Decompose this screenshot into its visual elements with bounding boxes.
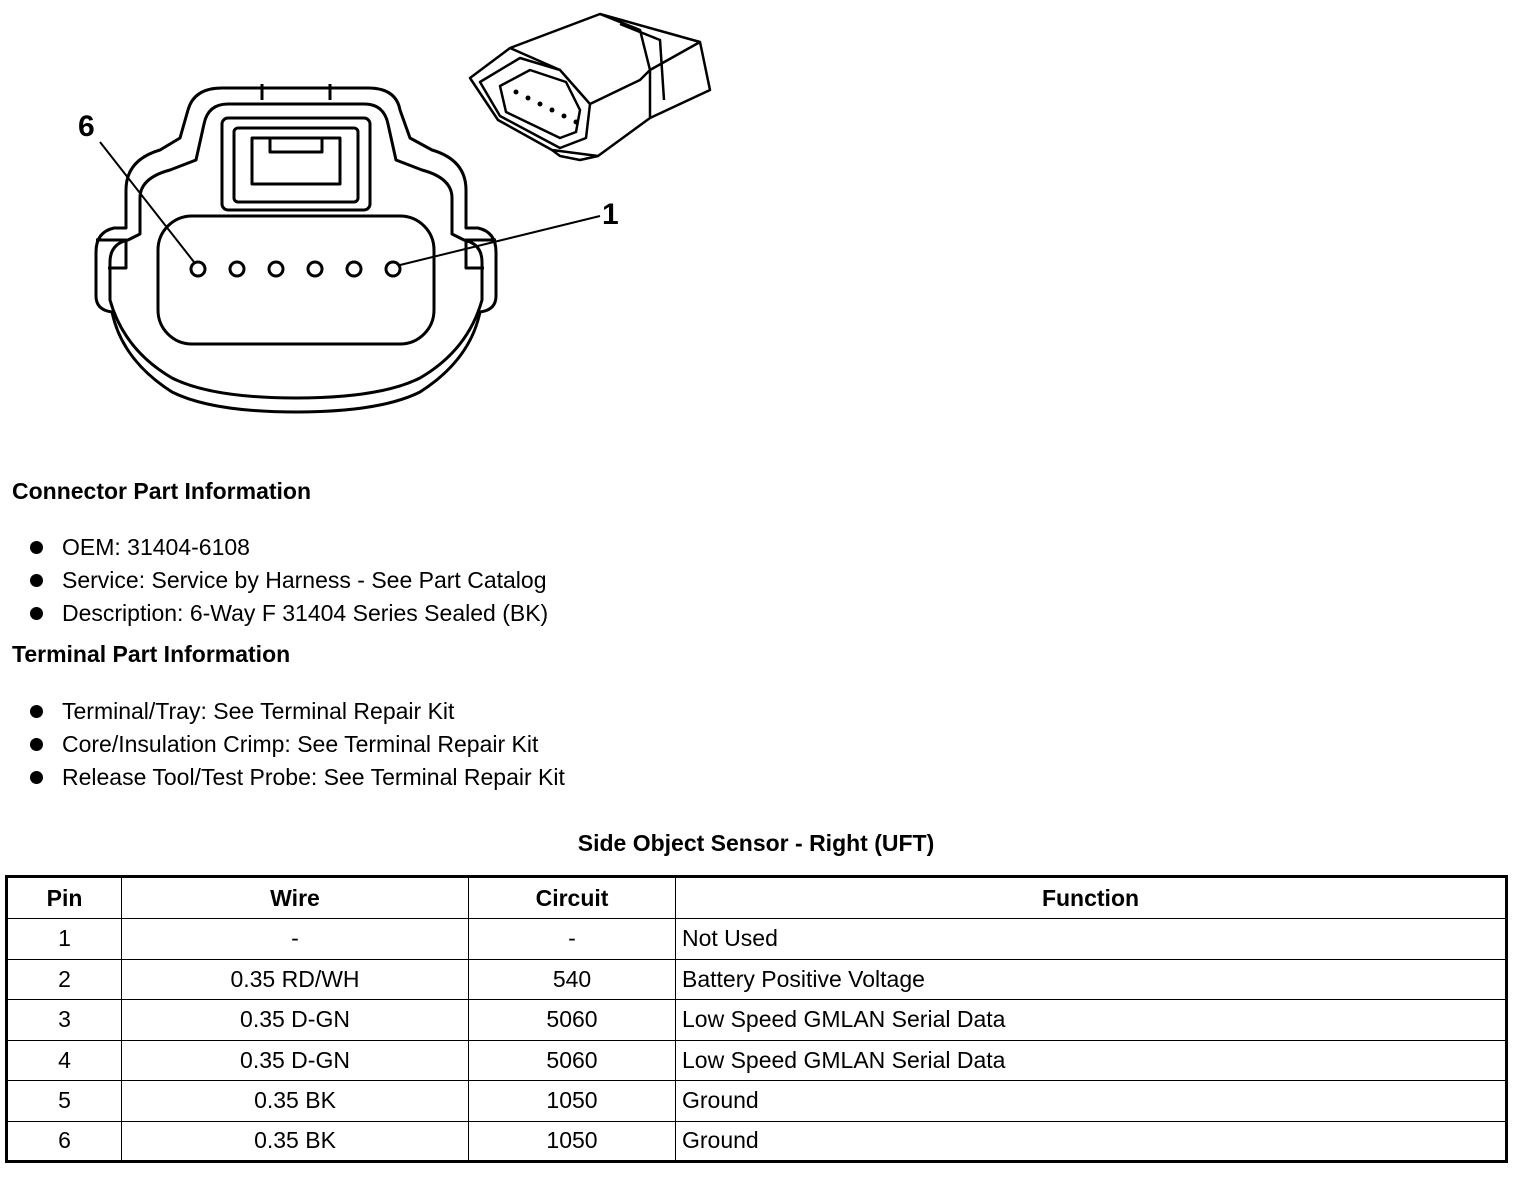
cell-circuit: 540: [468, 958, 676, 1000]
connector-part-info-title: Connector Part Information: [12, 478, 312, 504]
list-item: Description: 6-Way F 31404 Series Sealed…: [30, 597, 548, 630]
cell-function: Ground: [675, 1120, 1507, 1162]
connector-housing-inner: [108, 102, 484, 400]
terminal-tray-text: Terminal/Tray: See Terminal Repair Kit: [62, 698, 455, 724]
terminal-pin-5: [228, 260, 246, 278]
table-header-row: Pin Wire Circuit Function: [6, 876, 1507, 919]
cell-circuit: 1050: [468, 1120, 676, 1162]
list-item: Terminal/Tray: See Terminal Repair Kit: [30, 695, 565, 728]
list-item: Release Tool/Test Probe: See Terminal Re…: [30, 761, 565, 794]
terminal-pin-3: [306, 260, 324, 278]
cell-function: Battery Positive Voltage: [675, 958, 1507, 1000]
cell-wire: 0.35 BK: [121, 1080, 469, 1122]
table-row: 1 - - Not Used: [6, 918, 1507, 960]
terminal-pin-6: [189, 260, 207, 278]
terminal-pin-2: [345, 260, 363, 278]
leader-line-6: [99, 141, 195, 263]
bullet-icon: [30, 771, 43, 784]
table-row: 5 0.35 BK 1050 Ground: [6, 1080, 1507, 1122]
terminal-crimp-text: Core/Insulation Crimp: See Terminal Repa…: [62, 731, 539, 757]
terminal-pin-4: [267, 260, 285, 278]
list-item: Core/Insulation Crimp: See Terminal Repa…: [30, 728, 565, 761]
column-header-circuit: Circuit: [468, 876, 676, 919]
terminal-cavity: [156, 214, 436, 346]
terminal-pin-1: [384, 260, 402, 278]
bullet-icon: [30, 541, 43, 554]
column-header-function: Function: [675, 876, 1507, 919]
connector-housing-outer: [94, 86, 498, 414]
cell-function: Ground: [675, 1080, 1507, 1122]
cell-wire: 0.35 D-GN: [121, 1039, 469, 1081]
cell-wire: 0.35 BK: [121, 1120, 469, 1162]
bullet-icon: [30, 607, 43, 620]
cell-circuit: 5060: [468, 1039, 676, 1081]
cell-function: Low Speed GMLAN Serial Data: [675, 999, 1507, 1041]
list-item: OEM: 31404-6108: [30, 531, 548, 564]
table-row: 3 0.35 D-GN 5060 Low Speed GMLAN Serial …: [6, 999, 1507, 1041]
connector-3d-thumbnail: [468, 12, 712, 162]
cell-pin: 6: [6, 1120, 122, 1162]
pinout-table-title: Side Object Sensor - Right (UFT): [577, 830, 935, 856]
terminal-part-info-title: Terminal Part Information: [12, 641, 291, 667]
table-row: 2 0.35 RD/WH 540 Battery Positive Voltag…: [6, 958, 1507, 1000]
cell-circuit: -: [468, 918, 676, 960]
cell-function: Not Used: [675, 918, 1507, 960]
bullet-icon: [30, 738, 43, 751]
connector-3d-pins: [513, 89, 579, 125]
cell-circuit: 1050: [468, 1080, 676, 1122]
bullet-icon: [30, 574, 43, 587]
connector-description-text: Description: 6-Way F 31404 Series Sealed…: [62, 600, 549, 626]
connector-lock: [220, 116, 372, 212]
cell-circuit: 5060: [468, 999, 676, 1041]
cell-wire: -: [121, 918, 469, 960]
column-header-wire: Wire: [121, 876, 469, 919]
bullet-icon: [30, 705, 43, 718]
column-header-pin: Pin: [6, 876, 122, 919]
cell-pin: 4: [6, 1039, 122, 1081]
list-item: Service: Service by Harness - See Part C…: [30, 564, 548, 597]
table-row: 6 0.35 BK 1050 Ground: [6, 1120, 1507, 1162]
pin-label-1: 1: [602, 198, 619, 231]
cell-wire: 0.35 RD/WH: [121, 958, 469, 1000]
leader-line-1: [399, 215, 601, 266]
cell-wire: 0.35 D-GN: [121, 999, 469, 1041]
connector-diagram: 6 1: [78, 12, 712, 414]
pin-label-6: 6: [78, 110, 95, 143]
cell-pin: 5: [6, 1080, 122, 1122]
cell-pin: 2: [6, 958, 122, 1000]
cell-function: Low Speed GMLAN Serial Data: [675, 1039, 1507, 1081]
connector-part-info-list: OEM: 31404-6108 Service: Service by Harn…: [30, 531, 548, 630]
cell-pin: 3: [6, 999, 122, 1041]
pinout-table: Pin Wire Circuit Function 1 - - Not Used…: [5, 875, 1508, 1163]
connector-service-text: Service: Service by Harness - See Part C…: [62, 567, 547, 593]
terminal-release-tool-text: Release Tool/Test Probe: See Terminal Re…: [62, 764, 565, 790]
terminal-part-info-list: Terminal/Tray: See Terminal Repair Kit C…: [30, 695, 565, 794]
table-row: 4 0.35 D-GN 5060 Low Speed GMLAN Serial …: [6, 1039, 1507, 1081]
connector-oem-text: OEM: 31404-6108: [62, 534, 250, 560]
terminal-pins: [189, 260, 402, 278]
cell-pin: 1: [6, 918, 122, 960]
